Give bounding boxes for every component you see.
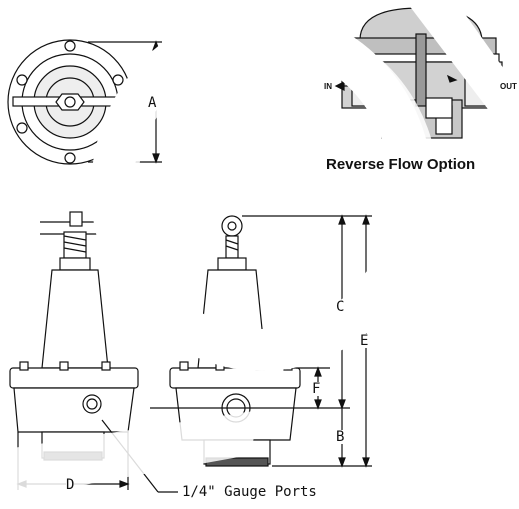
port-out-label: OUT [500, 82, 517, 91]
gauge-ports-label: 1/4" Gauge Ports [182, 484, 317, 500]
dim-label-b: B [336, 429, 345, 445]
dim-label-a: A [148, 95, 157, 111]
dim-label-f: F [312, 381, 321, 397]
top-view [7, 39, 162, 165]
reverse-flow-caption: Reverse Flow Option [326, 156, 476, 173]
dim-label-d: D [66, 477, 75, 493]
dim-label-e: E [360, 333, 369, 349]
dim-label-c: C [336, 299, 345, 315]
watermark-strokes [0, 0, 519, 490]
watermark-circle [101, 17, 438, 269]
port-in-label: IN [324, 82, 332, 91]
